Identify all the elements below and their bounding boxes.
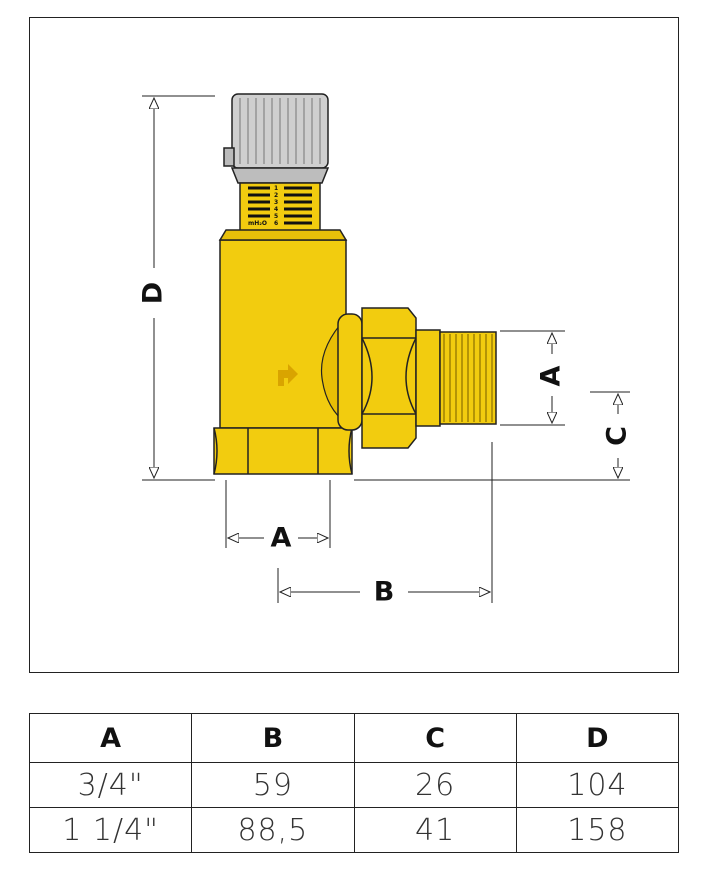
drawing-frame: D A B A C 1 2 3 4 5 6 mH₂O [29,17,679,673]
column-header-a: A [28,713,193,763]
scale-mark-4: 4 [274,206,278,213]
side-outlet [337,307,497,449]
scale-mark-5: 5 [274,213,278,220]
column-header-b: B [191,713,355,763]
scale-mark-3: 3 [274,199,278,206]
table-cell: 158 [515,807,680,853]
valve-body [213,93,497,475]
table-row: 1 1/4" 88,5 41 158 [28,807,680,853]
column-header-d: D [515,713,680,763]
dimensions-table: A B C D 3/4" 59 26 104 1 1/4" 88,5 41 15… [28,713,680,853]
scale-mark-1: 1 [274,185,278,192]
adjustment-knob [223,93,330,184]
scale-unit: mH₂O [248,220,267,227]
table-cell: 104 [515,762,680,808]
pressure-scale [239,182,321,234]
dim-label-b: B [374,577,395,608]
dim-label-d: D [138,282,169,304]
table-row: 3/4" 59 26 104 [28,762,680,808]
table-cell: 26 [353,762,517,808]
scale-mark-2: 2 [274,192,278,199]
valve-drawing: D A B A C 1 2 3 4 5 6 mH₂O [138,93,633,608]
table-cell: 41 [353,807,517,853]
table-header-row: A B C D [28,713,680,763]
bottom-nut [213,427,353,475]
column-header-c: C [353,713,517,763]
table-cell: 59 [191,762,355,808]
table-cell: 3/4" [28,762,193,808]
dimension-lines [142,95,630,603]
table-cell: 88,5 [191,807,355,853]
dim-label-a-right: A [536,365,567,386]
dim-label-c: C [602,426,633,446]
table-cell: 1 1/4" [28,807,193,853]
dim-label-a-bottom: A [271,523,292,554]
scale-mark-6: 6 [274,220,278,227]
scale-labels: 1 2 3 4 5 6 mH₂O [248,185,278,227]
